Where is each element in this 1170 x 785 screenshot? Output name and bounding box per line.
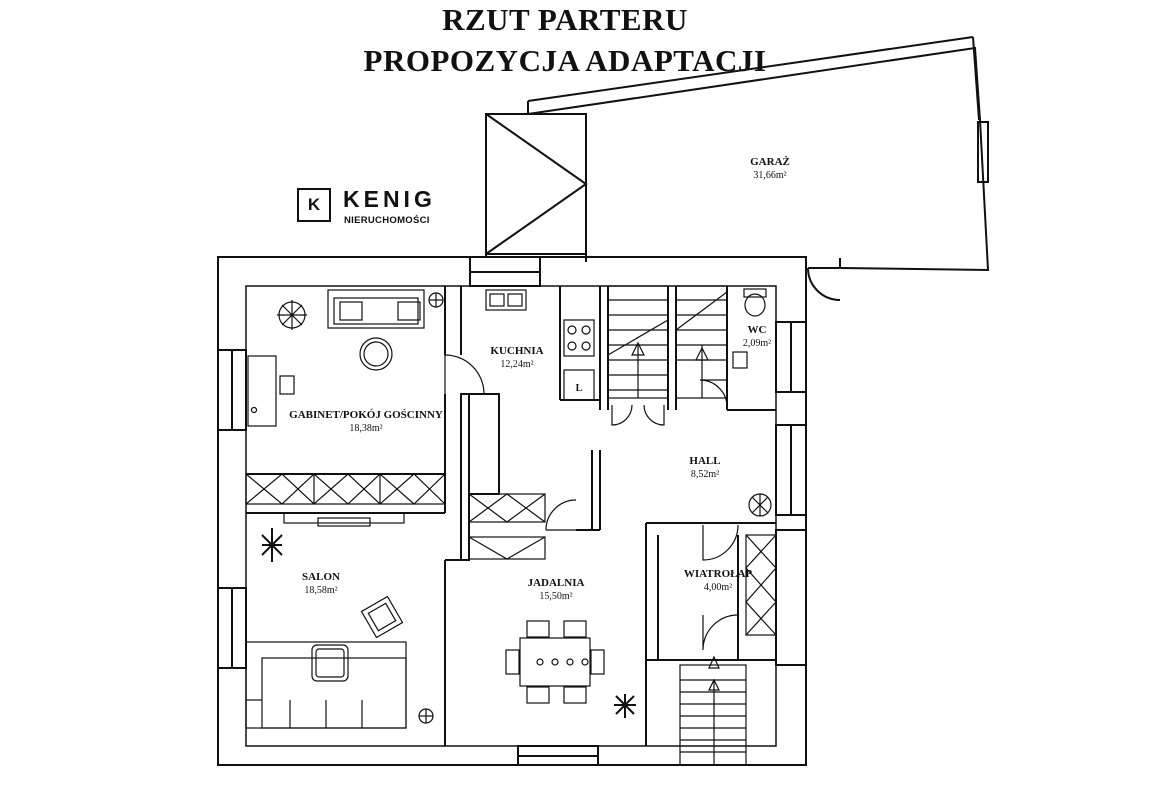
room-name-kuchnia: KUCHNIA [490,345,543,357]
living-room-furniture [245,512,434,729]
room-name-hall: HALL [689,455,720,467]
room-name-jadalnia: JADALNIA [528,577,585,589]
kenig-logo-mark: K [297,188,331,222]
stairs [607,285,747,766]
room-name-garaz: GARAŻ [750,156,790,168]
dining-furniture [505,620,636,718]
room-area-wc: 2,09m² [743,338,771,349]
garage-outline [485,36,990,301]
kenig-logo-name: KENIG [343,186,436,212]
room-area-jadalnia: 15,50m² [539,591,572,602]
plan-subtitle: PROPOZYCJA ADAPTACJI [363,43,767,78]
room-name-wiatrolap: WIATROŁAP [684,568,753,580]
wardrobes [245,473,777,636]
wc-fittings [732,288,767,369]
room-area-kuchnia: 12,24m² [500,359,533,370]
room-area-wiatrolap: 4,00m² [704,582,732,593]
doors [444,354,739,651]
room-area-gabinet: 18,38m² [349,423,382,434]
room-labels: GARAŻ 31,66m² KUCHNIA 12,24m² WC 2,09m² … [289,156,790,602]
plan-title: RZUT PARTERU [442,2,688,37]
hall-plant [748,493,772,517]
room-area-garaz: 31,66m² [753,170,786,181]
room-area-salon: 18,58m² [304,585,337,596]
room-name-gabinet: GABINET/POKÓJ GOŚCINNY [289,409,443,421]
room-name-wc: WC [748,324,767,336]
office-furniture [247,289,444,427]
kitchen-fittings [485,289,595,401]
kenig-logo-subtitle: NIERUCHOMOŚCI [344,215,430,226]
room-area-hall: 8,52m² [691,469,719,480]
outer-walls [217,256,807,766]
room-name-salon: SALON [302,571,340,583]
fridge-label: L [576,383,583,394]
